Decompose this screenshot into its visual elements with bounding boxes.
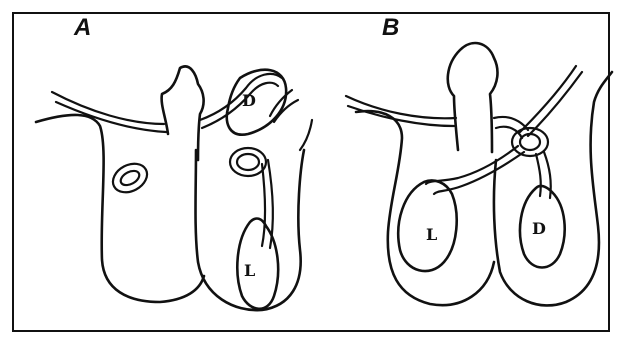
panel-b-cord-top-lower bbox=[348, 106, 454, 126]
panel-b-cord-diag-1 bbox=[520, 66, 576, 132]
panel-a-left-ring-inner bbox=[118, 168, 141, 188]
panel-a-label-d: D bbox=[242, 91, 256, 110]
panel-a-cord-right-upper bbox=[200, 74, 282, 120]
panel-b-cord-to-d-1 bbox=[536, 154, 541, 196]
panel-b-cord-diag-2 bbox=[528, 72, 582, 136]
panel-a-skin-line bbox=[300, 120, 312, 150]
panel-b-penis bbox=[448, 43, 498, 152]
panel-a-penis bbox=[162, 66, 204, 160]
panel-a-right-sac bbox=[196, 150, 305, 310]
panel-a-drawing: D L bbox=[36, 66, 312, 310]
panel-a-ring-outer bbox=[230, 148, 266, 176]
panel-b-label-d: D bbox=[532, 219, 546, 238]
panel-a-testis-d bbox=[227, 70, 286, 135]
panel-b-left-sac bbox=[356, 111, 494, 305]
panel-a-cord-desc-3 bbox=[262, 164, 265, 246]
panel-b-ring-inner bbox=[520, 134, 540, 150]
panel-b-drawing: L D bbox=[346, 43, 612, 305]
panel-b-cord-cross-2 bbox=[496, 127, 522, 138]
panel-a-left-ring-outer bbox=[108, 158, 152, 198]
panel-a-label-l: L bbox=[244, 261, 255, 280]
panel-b-label-l: L bbox=[426, 225, 437, 244]
panel-a-cord-right-lower bbox=[202, 83, 278, 128]
panel-b-cord-top-upper bbox=[346, 96, 456, 118]
panel-a-left-sac bbox=[36, 115, 204, 302]
panel-b-right-sac bbox=[494, 72, 612, 305]
panel-a-ring-inner bbox=[237, 154, 259, 170]
